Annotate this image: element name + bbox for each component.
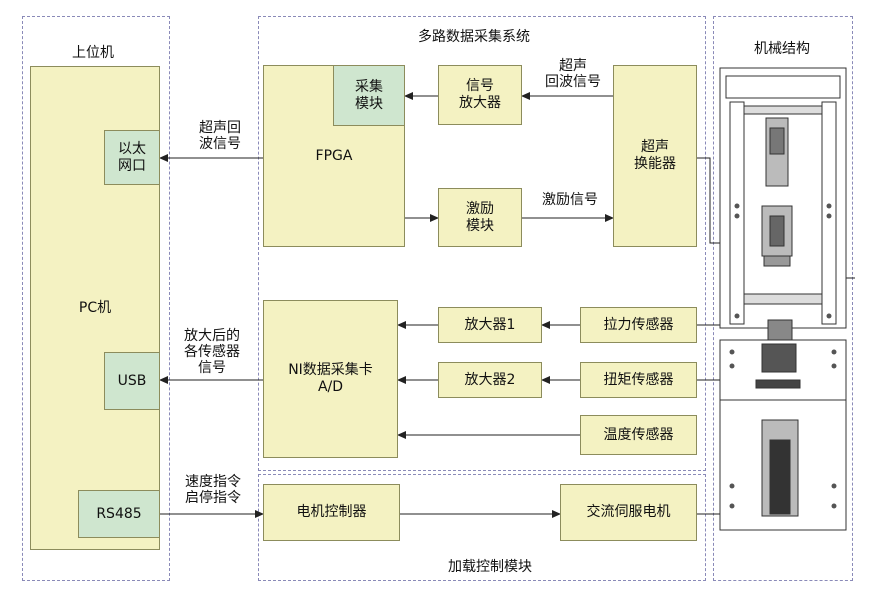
tension-sensor-box: 拉力传感器 [580, 307, 697, 343]
excitation-box: 激励 模块 [438, 188, 522, 247]
group-mechanical-label: 机械结构 [754, 41, 810, 57]
signal-amp-box: 信号 放大器 [438, 65, 522, 125]
amp1-box: 放大器1 [438, 307, 542, 343]
temp-sensor-box: 温度传感器 [580, 415, 697, 455]
group-loading [258, 474, 706, 581]
group-loading-label: 加载控制模块 [448, 559, 532, 575]
amp2-box: 放大器2 [438, 362, 542, 398]
motor-controller-box: 电机控制器 [263, 484, 400, 541]
label-echo-to-host: 超声回 波信号 [199, 120, 241, 152]
fpga-label: FPGA [315, 147, 353, 164]
group-daq-system-label: 多路数据采集系统 [418, 29, 530, 45]
group-mechanical [713, 16, 853, 581]
torque-sensor-box: 扭矩传感器 [580, 362, 697, 398]
label-amplified-signals: 放大后的 各传感器 信号 [184, 328, 240, 376]
group-host [22, 16, 170, 581]
group-host-label: 上位机 [72, 45, 114, 61]
label-echo-from-transducer: 超声 回波信号 [545, 58, 601, 90]
ni-card-box: NI数据采集卡 A/D [263, 300, 398, 458]
ethernet-port-box: 以太 网口 [104, 130, 160, 185]
group-daq-system [258, 16, 706, 471]
label-excitation-signal: 激励信号 [542, 192, 598, 208]
rs485-box: RS485 [78, 490, 160, 538]
usb-box: USB [104, 352, 160, 410]
mechanical-structure-illustration [719, 67, 847, 531]
acq-module-box: 采集 模块 [333, 65, 405, 126]
label-speed-cmd: 速度指令 启停指令 [185, 474, 241, 506]
transducer-box: 超声 换能器 [613, 65, 697, 247]
servo-motor-box: 交流伺服电机 [560, 484, 697, 541]
